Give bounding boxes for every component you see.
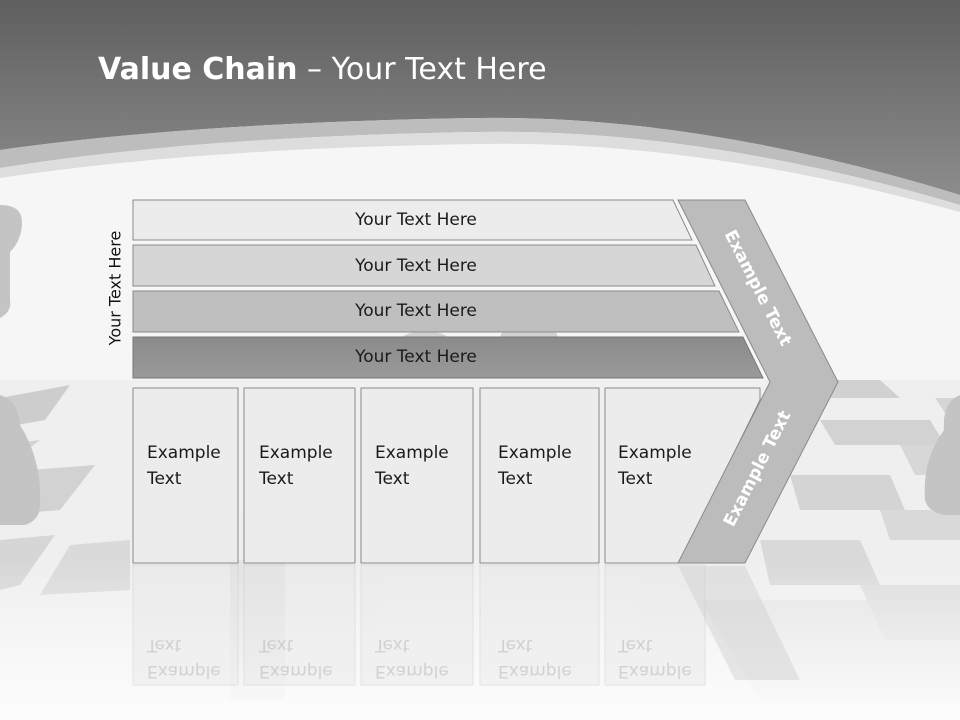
- box-3-line2: Text: [375, 469, 410, 489]
- box-2-shape: [243, 387, 356, 564]
- box-4-line2: Text: [498, 469, 533, 489]
- box-2-reflection-text: Example Text: [259, 632, 333, 684]
- box-5-reflection-text: Example Text: [618, 632, 692, 684]
- box-1-shape: [132, 387, 239, 564]
- box-4-reflection-text: Example Text: [498, 632, 572, 684]
- box-3-shape: [360, 387, 474, 564]
- box-5-reflection-line1: Example: [618, 661, 692, 681]
- box-4-reflection-line1: Example: [498, 661, 572, 681]
- bar-3-label: Your Text Here: [355, 301, 477, 321]
- box-4-line1: Example: [498, 443, 572, 463]
- box-4-label: Example Text: [498, 440, 572, 492]
- header-band: [0, 0, 960, 195]
- bars-group: [132, 199, 764, 379]
- title-bold: Value Chain: [98, 52, 298, 87]
- box-4-shape: [479, 387, 600, 564]
- box-3-reflection-text: Example Text: [375, 632, 449, 684]
- box-5-label: Example Text: [618, 440, 692, 492]
- page-title: Value Chain – Your Text Here: [98, 52, 547, 87]
- chevron-shape: [677, 199, 839, 564]
- box-2-reflection-line1: Example: [259, 661, 333, 681]
- box-1-line1: Example: [147, 443, 221, 463]
- box-2-line2: Text: [259, 469, 294, 489]
- box-5-line1: Example: [618, 443, 692, 463]
- boxes-reflection: [132, 564, 706, 686]
- bar-1-shape: [132, 199, 693, 241]
- box-3-label: Example Text: [375, 440, 449, 492]
- box-2-line1: Example: [259, 443, 333, 463]
- box-5-line2: Text: [618, 469, 653, 489]
- bar-2-shape: [132, 244, 716, 287]
- bar-4-shape: [132, 336, 764, 379]
- box-3-reflection-line2: Text: [375, 635, 410, 655]
- box-1-reflection-line2: Text: [147, 635, 182, 655]
- boxes-group: [132, 387, 761, 564]
- box-5-reflection-line2: Text: [618, 635, 653, 655]
- box-3-reflection-line1: Example: [375, 661, 449, 681]
- box-2-label: Example Text: [259, 440, 333, 492]
- bar-2-label: Your Text Here: [355, 256, 477, 276]
- box-1-label: Example Text: [147, 440, 221, 492]
- box-4-reflection-line2: Text: [498, 635, 533, 655]
- bar-1-label: Your Text Here: [355, 210, 477, 230]
- title-rest: – Your Text Here: [297, 52, 547, 87]
- side-label: Your Text Here: [105, 230, 125, 346]
- bar-3-shape: [132, 290, 740, 333]
- box-2-reflection-line2: Text: [259, 635, 294, 655]
- box-1-reflection-line1: Example: [147, 661, 221, 681]
- box-1-line2: Text: [147, 469, 182, 489]
- box-3-line1: Example: [375, 443, 449, 463]
- box-1-reflection-text: Example Text: [147, 632, 221, 684]
- bar-4-label: Your Text Here: [355, 347, 477, 367]
- chevron-reflection: [678, 566, 800, 680]
